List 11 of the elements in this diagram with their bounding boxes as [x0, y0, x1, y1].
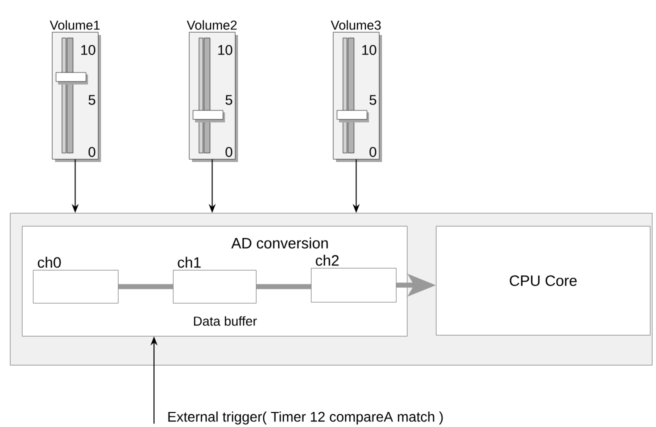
box-label: Data buffer — [194, 316, 257, 326]
channel-label: ch0 — [38, 256, 61, 268]
channel-label: ch2 — [316, 254, 339, 266]
box-title: AD conversion — [231, 237, 328, 248]
trigger-label: External trigger( Timer 12 compareA match ) — [168, 411, 443, 424]
slider-label: Volume1 — [50, 20, 100, 30]
box-label: CPU Core — [510, 275, 577, 286]
slider-label: Volume2 — [186, 20, 237, 30]
channel-label: ch1 — [178, 256, 201, 268]
cpu-box — [436, 226, 650, 336]
slider-label: Volume3 — [330, 20, 381, 30]
